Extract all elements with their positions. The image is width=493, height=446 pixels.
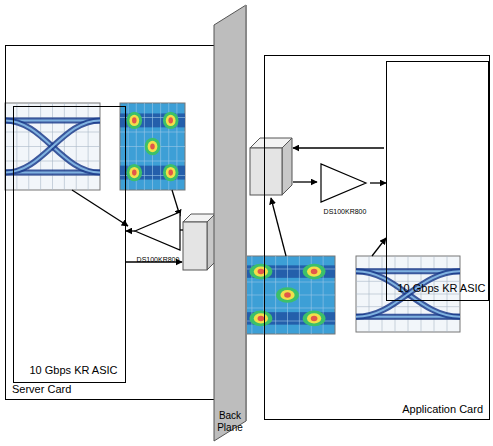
eye-diagram bbox=[120, 103, 185, 190]
leader-arrow bbox=[72, 190, 128, 226]
node-label: Back Plane bbox=[212, 410, 248, 433]
node-label: 10 Gbps KR ASIC bbox=[30, 364, 110, 378]
buffer-symbol bbox=[134, 211, 182, 253]
node-label: 10 Gbps KR ASIC bbox=[398, 282, 478, 296]
signal-arrow bbox=[370, 182, 386, 183]
application-card: Application Card 10 Gbps KR ASIC DS100KR80… bbox=[264, 55, 490, 420]
part-number: DS100KR800 bbox=[319, 208, 371, 215]
signal-wire bbox=[293, 181, 317, 182]
back-plane: Back Plane bbox=[212, 3, 248, 443]
server-card: Server Card 10 Gbps KR ASIC DS100KR800 bbox=[5, 45, 238, 400]
buffer-symbol bbox=[319, 163, 371, 205]
buffer-triangle: DS100KR800 bbox=[319, 163, 371, 215]
connector-cube bbox=[183, 214, 215, 270]
back-plane-shape bbox=[212, 3, 248, 443]
asic-box: 10 Gbps KR ASIC bbox=[13, 106, 126, 383]
buffer-triangle: DS100KR800 bbox=[134, 211, 182, 263]
connector-cube bbox=[250, 138, 292, 195]
signal-wire bbox=[293, 147, 384, 148]
eye-diagram bbox=[5, 103, 100, 190]
asic-box: 10 Gbps KR ASIC bbox=[386, 61, 489, 301]
eye-diagram bbox=[240, 256, 335, 334]
card-label: Application Card bbox=[402, 403, 483, 415]
leader-arrow bbox=[372, 238, 386, 256]
leader-arrow bbox=[271, 198, 286, 256]
card-label: Server Card bbox=[12, 383, 71, 395]
part-number: DS100KR800 bbox=[134, 256, 182, 263]
